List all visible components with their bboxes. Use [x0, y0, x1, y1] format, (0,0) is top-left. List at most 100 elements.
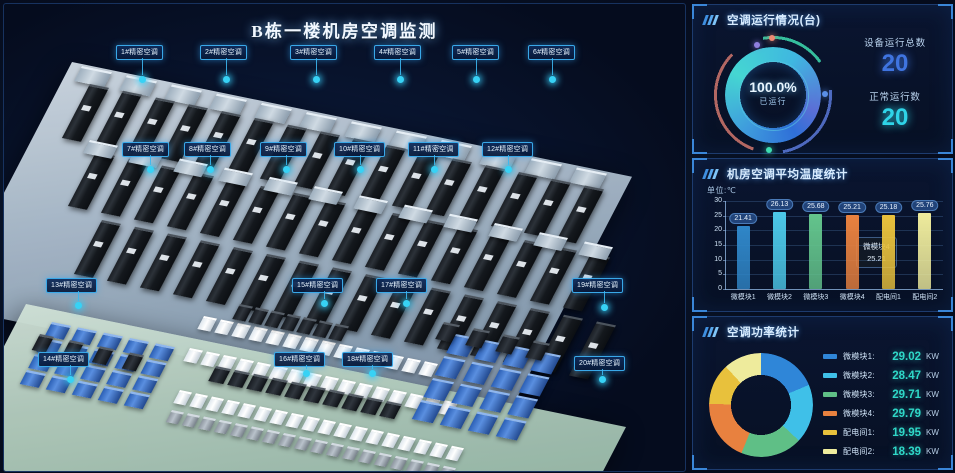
ac-label-tag[interactable]: 9#精密空调 [260, 142, 307, 157]
ac-label-tag[interactable]: 19#精密空调 [572, 278, 624, 293]
panel-avg-temperature-title: 机房空调平均温度统计 [702, 166, 848, 182]
x-axis-tick-label: 配电间1 [876, 294, 901, 301]
ac-marker-dot[interactable] [313, 76, 320, 83]
slash-icon [702, 327, 721, 337]
ac-label-tag[interactable]: 18#精密空调 [342, 352, 394, 367]
gauge-sublabel: 已运行 [759, 97, 787, 106]
ac-label-leader-line [508, 155, 509, 165]
x-axis-tick-label: 配电间2 [912, 294, 938, 301]
legend-swatch [823, 373, 837, 378]
ac-label-tag[interactable]: 3#精密空调 [290, 45, 337, 60]
ac-label-leader-line [400, 58, 401, 75]
ac-marker-dot[interactable] [601, 304, 608, 311]
ac-marker-dot[interactable] [397, 76, 404, 83]
ac-label-tag[interactable]: 11#精密空调 [408, 142, 459, 157]
legend-value: 18.39 [892, 445, 921, 458]
ac-marker-dot[interactable] [139, 76, 146, 83]
ac-marker-dot[interactable] [283, 166, 290, 173]
panel-ac-power-title: 空调功率统计 [702, 324, 800, 340]
stat-normal-value: 20 [881, 104, 909, 131]
y-axis-tick-label: 25 [714, 211, 722, 219]
ac-marker-dot[interactable] [549, 76, 556, 83]
panel-ac-status-title: 空调运行情况(台) [702, 12, 821, 28]
legend-label: 微模块1: [843, 352, 875, 361]
ac-label-tag[interactable]: 17#精密空调 [376, 278, 428, 293]
ac-label-leader-line [552, 58, 553, 75]
ac-marker-dot[interactable] [321, 300, 328, 307]
ac-label-leader-line [78, 291, 79, 301]
ac-marker-dot[interactable] [599, 376, 606, 383]
ac-label-tag[interactable]: 7#精密空调 [122, 142, 169, 157]
x-axis-tick-label: 微模块2 [767, 294, 792, 301]
ac-marker-dot[interactable] [369, 370, 376, 377]
ac-marker-dot[interactable] [505, 166, 512, 173]
ac-marker-dot[interactable] [67, 376, 74, 383]
gridline [725, 259, 943, 261]
ac-label-tag[interactable]: 8#精密空调 [184, 142, 231, 157]
y-axis-tick-label: 10 [714, 255, 722, 263]
stat-total-label: 设备运行总数 [864, 38, 926, 49]
gridline [725, 201, 943, 202]
y-axis-tick [723, 215, 726, 217]
bar[interactable] [773, 212, 786, 289]
bar[interactable] [845, 215, 859, 289]
ac-label-tag[interactable]: 2#精密空调 [200, 45, 247, 60]
ac-marker-dot[interactable] [431, 166, 438, 173]
ac-marker-dot[interactable] [75, 302, 82, 309]
gauge-dot-upper-left [754, 42, 760, 48]
legend-value: 19.95 [892, 426, 921, 439]
ac-run-gauge: 100.0% 已运行 [709, 31, 837, 159]
ac-label-tag[interactable]: 1#精密空调 [116, 45, 163, 60]
gridline [725, 274, 943, 276]
ac-marker-dot[interactable] [147, 166, 154, 173]
bar[interactable] [882, 215, 895, 289]
ac-marker-dot[interactable] [473, 76, 480, 83]
ac-label-leader-line [210, 155, 211, 165]
ac-label-tag[interactable]: 5#精密空调 [452, 45, 499, 60]
power-donut-chart[interactable] [709, 353, 813, 457]
x-axis-tick-label: 微模块3 [803, 294, 829, 301]
y-axis-tick-label: 15 [714, 241, 722, 248]
legend-value: 28.47 [892, 369, 921, 382]
ac-label-tag[interactable]: 12#精密空调 [482, 142, 534, 157]
y-axis-tick-label: 0 [718, 285, 722, 292]
bar[interactable] [918, 213, 932, 289]
ac-label-tag[interactable]: 20#精密空调 [574, 356, 626, 371]
bar[interactable] [736, 226, 750, 289]
ac-label-tag[interactable]: 6#精密空调 [528, 45, 575, 60]
ac-marker-dot[interactable] [403, 300, 410, 307]
ac-label-leader-line [306, 365, 307, 369]
stat-total-value: 20 [881, 50, 909, 77]
bar[interactable] [809, 213, 823, 289]
ac-label-leader-line [70, 365, 71, 375]
ac-label-leader-line [142, 58, 143, 75]
ac-marker-dot[interactable] [357, 166, 364, 173]
legend-unit: KW [926, 428, 939, 437]
ac-marker-dot[interactable] [303, 370, 310, 377]
legend-value: 29.71 [892, 388, 921, 401]
stat-normal-label: 正常运行数 [869, 92, 921, 103]
ac-label-tag[interactable]: 14#精密空调 [38, 352, 90, 367]
ac-label-tag[interactable]: 16#精密空调 [274, 352, 326, 367]
y-axis-tick [723, 274, 726, 276]
ac-marker-dot[interactable] [207, 166, 214, 173]
ac-label-leader-line [316, 58, 317, 75]
ac-label-tag[interactable]: 13#精密空调 [46, 278, 98, 293]
ac-label-tag[interactable]: 4#精密空调 [374, 45, 421, 60]
ac-marker-dot[interactable] [223, 76, 230, 83]
ac-label-tag[interactable]: 10#精密空调 [334, 142, 386, 157]
ac-label-tag[interactable]: 15#精密空调 [292, 278, 344, 293]
slash-icon [702, 169, 721, 179]
ac-label-leader-line [434, 155, 435, 165]
bar-value-label: 26.13 [765, 199, 794, 211]
